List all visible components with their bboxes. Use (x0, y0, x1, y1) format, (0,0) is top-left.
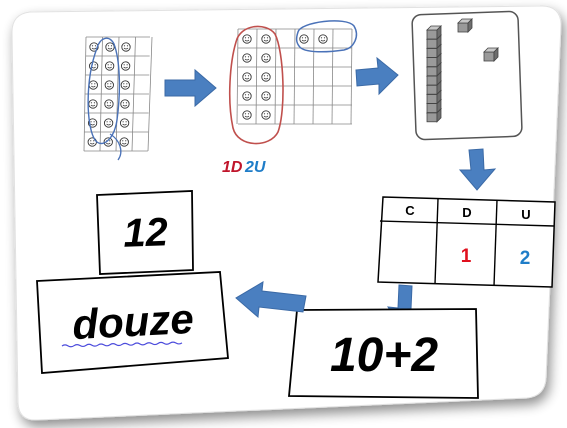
base-ten-cube-icon (457, 18, 473, 33)
smiley-grid-12 (83, 36, 153, 161)
word-text: douze (71, 294, 195, 349)
base-ten-cube-icon (483, 47, 499, 62)
arrow-right-icon (164, 68, 217, 108)
word-box (36, 271, 229, 374)
sum-text: 10+2 (329, 328, 439, 382)
blue-two-loop (295, 20, 358, 53)
header-unites: U (521, 207, 531, 222)
number-text: 12 (122, 209, 169, 256)
arrow-right-icon (355, 56, 399, 96)
units-notation: 2U (245, 159, 266, 176)
blue-loop-tail (109, 133, 122, 161)
spellcheck-underline (61, 341, 183, 348)
number-box (96, 190, 194, 275)
tens-digit: 1 (460, 246, 472, 267)
blue-grouping-loop (87, 37, 121, 145)
place-value-table (377, 196, 556, 288)
base-ten-rod-icon (426, 25, 442, 123)
tens-notation: 1D (222, 159, 243, 176)
header-dizaines: D (462, 205, 472, 220)
header-centaines: C (405, 203, 415, 218)
arrow-left-icon (235, 281, 307, 319)
arrow-down-icon (458, 148, 497, 191)
units-digit: 2 (519, 248, 531, 269)
base-ten-blocks (411, 10, 523, 141)
sum-box (288, 308, 479, 399)
red-ten-loop (228, 25, 284, 145)
grouped-ten-and-two (228, 20, 358, 145)
